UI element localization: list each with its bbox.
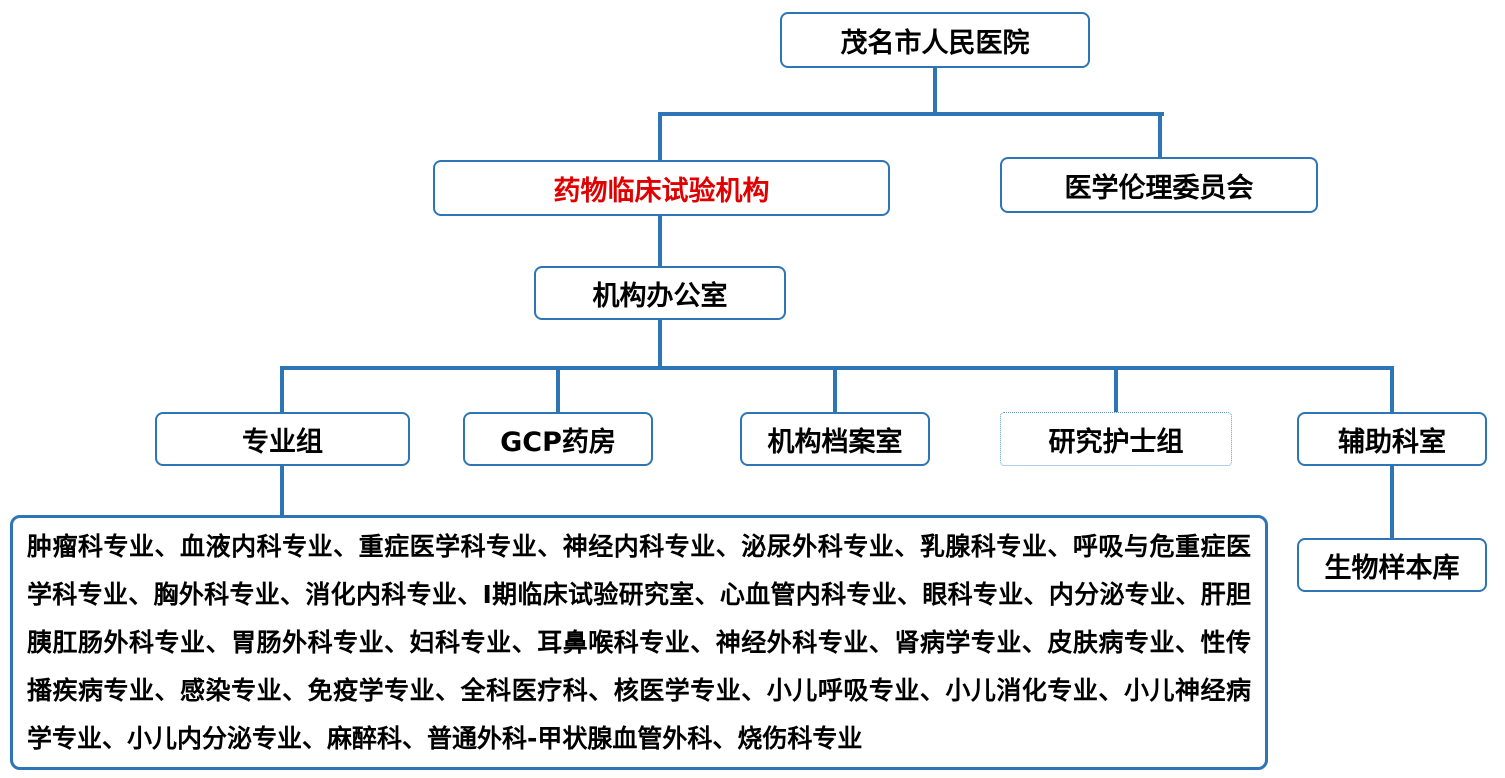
specialty-list-box: 肿瘤科专业、血液内科专业、重症医学科专业、神经内科专业、泌尿外科专业、乳腺科专业… [10, 515, 1268, 770]
node-biobank-label: 生物样本库 [1324, 552, 1460, 584]
node-specialty-group-label: 专业组 [242, 426, 323, 458]
node-ethics-committee-label: 医学伦理委员会 [1064, 172, 1254, 204]
node-hospital-label: 茂名市人民医院 [840, 27, 1030, 59]
node-institution-office: 机构办公室 [534, 266, 786, 320]
node-ethics-committee: 医学伦理委员会 [1000, 157, 1318, 213]
node-research-nurse-group-label: 研究护士组 [1048, 426, 1184, 458]
node-clinical-trial-institution: 药物临床试验机构 [433, 160, 890, 216]
connector-nurse-group-drop [1114, 366, 1118, 412]
connector-institution-drop [658, 112, 662, 162]
connector-auxiliary-drop [1390, 366, 1394, 412]
node-archives-room: 机构档案室 [740, 412, 930, 466]
specialty-list-text: 肿瘤科专业、血液内科专业、重症医学科专业、神经内科专业、泌尿外科专业、乳腺科专业… [27, 532, 1251, 753]
connector-level2-horizontal [658, 112, 1164, 116]
connector-auxiliary-biobank [1390, 466, 1394, 538]
node-hospital: 茂名市人民医院 [780, 12, 1090, 68]
connector-gcp-pharmacy-drop [556, 366, 560, 412]
node-clinical-trial-institution-label: 药物临床试验机构 [553, 175, 770, 207]
node-archives-room-label: 机构档案室 [767, 426, 903, 458]
connector-office-down [658, 320, 662, 368]
connector-ethics-drop [1158, 112, 1162, 158]
connector-institution-office [658, 216, 662, 266]
node-research-nurse-group: 研究护士组 [1000, 412, 1232, 466]
node-biobank: 生物样本库 [1297, 538, 1487, 592]
connector-specialty-list-drop [280, 466, 284, 515]
node-gcp-pharmacy-label: GCP药房 [500, 426, 616, 458]
node-auxiliary-departments: 辅助科室 [1297, 412, 1487, 466]
node-auxiliary-departments-label: 辅助科室 [1338, 426, 1446, 458]
node-institution-office-label: 机构办公室 [592, 280, 728, 312]
connector-archives-drop [833, 366, 837, 412]
connector-hospital-down [933, 68, 937, 116]
node-gcp-pharmacy: GCP药房 [463, 412, 653, 466]
connector-specialty-group-drop [280, 366, 284, 412]
node-specialty-group: 专业组 [155, 412, 410, 466]
connector-level4-horizontal [280, 366, 1394, 370]
